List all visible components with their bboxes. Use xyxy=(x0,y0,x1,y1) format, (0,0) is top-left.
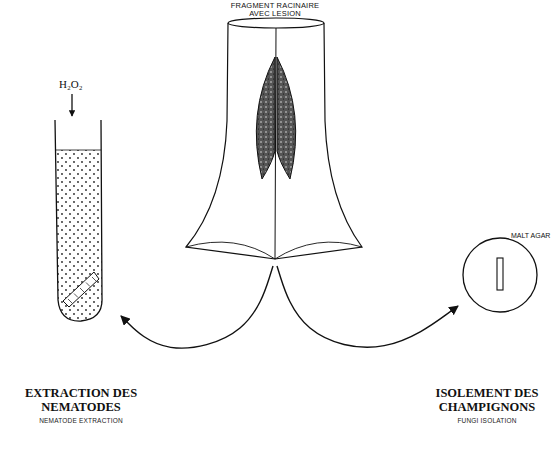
step-title: EXTRACTION DES NEMATODES xyxy=(16,386,146,415)
flow-arrow xyxy=(121,266,273,348)
test-tube-outline xyxy=(48,118,118,324)
test-tube: EXTRACTION DES NEMATODESNEMATODE EXTRACT… xyxy=(48,118,118,324)
step-translation: FUNGI ISOLATION xyxy=(421,417,553,425)
step-title: ISOLEMENT DES CHAMPIGNONS xyxy=(421,386,553,415)
root-fragment: FRAGMENT RACINAIRE AVEC LESION xyxy=(175,2,375,266)
root-fragment-outline xyxy=(175,21,375,266)
step-translation: NEMATODE EXTRACTION xyxy=(16,417,146,425)
medium-label: MALT AGAR xyxy=(510,232,551,239)
reagent-arrow xyxy=(71,94,72,116)
node-heading: FRAGMENT RACINAIRE AVEC LESION xyxy=(225,2,325,19)
flow-arrow xyxy=(277,266,458,347)
petri-dish-outline xyxy=(461,236,539,314)
petri-dish: ISOLEMENT DES CHAMPIGNONSFUNGI ISOLATION xyxy=(461,236,539,314)
reagent-label: H₂O₂ xyxy=(58,78,84,90)
